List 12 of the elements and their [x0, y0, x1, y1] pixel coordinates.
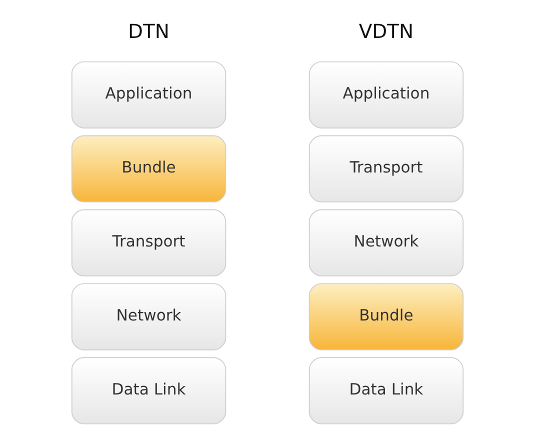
node-box: Application	[71, 61, 226, 128]
node-box: Transport	[71, 209, 226, 276]
node-box: Transport	[308, 135, 464, 202]
node-box: Data Link	[308, 357, 464, 424]
label: DTN	[128, 20, 170, 43]
node-box: Data Link	[71, 357, 226, 424]
node-box: Network	[71, 283, 226, 350]
node-box: Application	[308, 61, 464, 128]
label: VDTN	[358, 20, 414, 43]
node-box: Bundle	[71, 135, 226, 202]
node-box: Network	[308, 209, 464, 276]
node-box: Bundle	[308, 283, 464, 350]
